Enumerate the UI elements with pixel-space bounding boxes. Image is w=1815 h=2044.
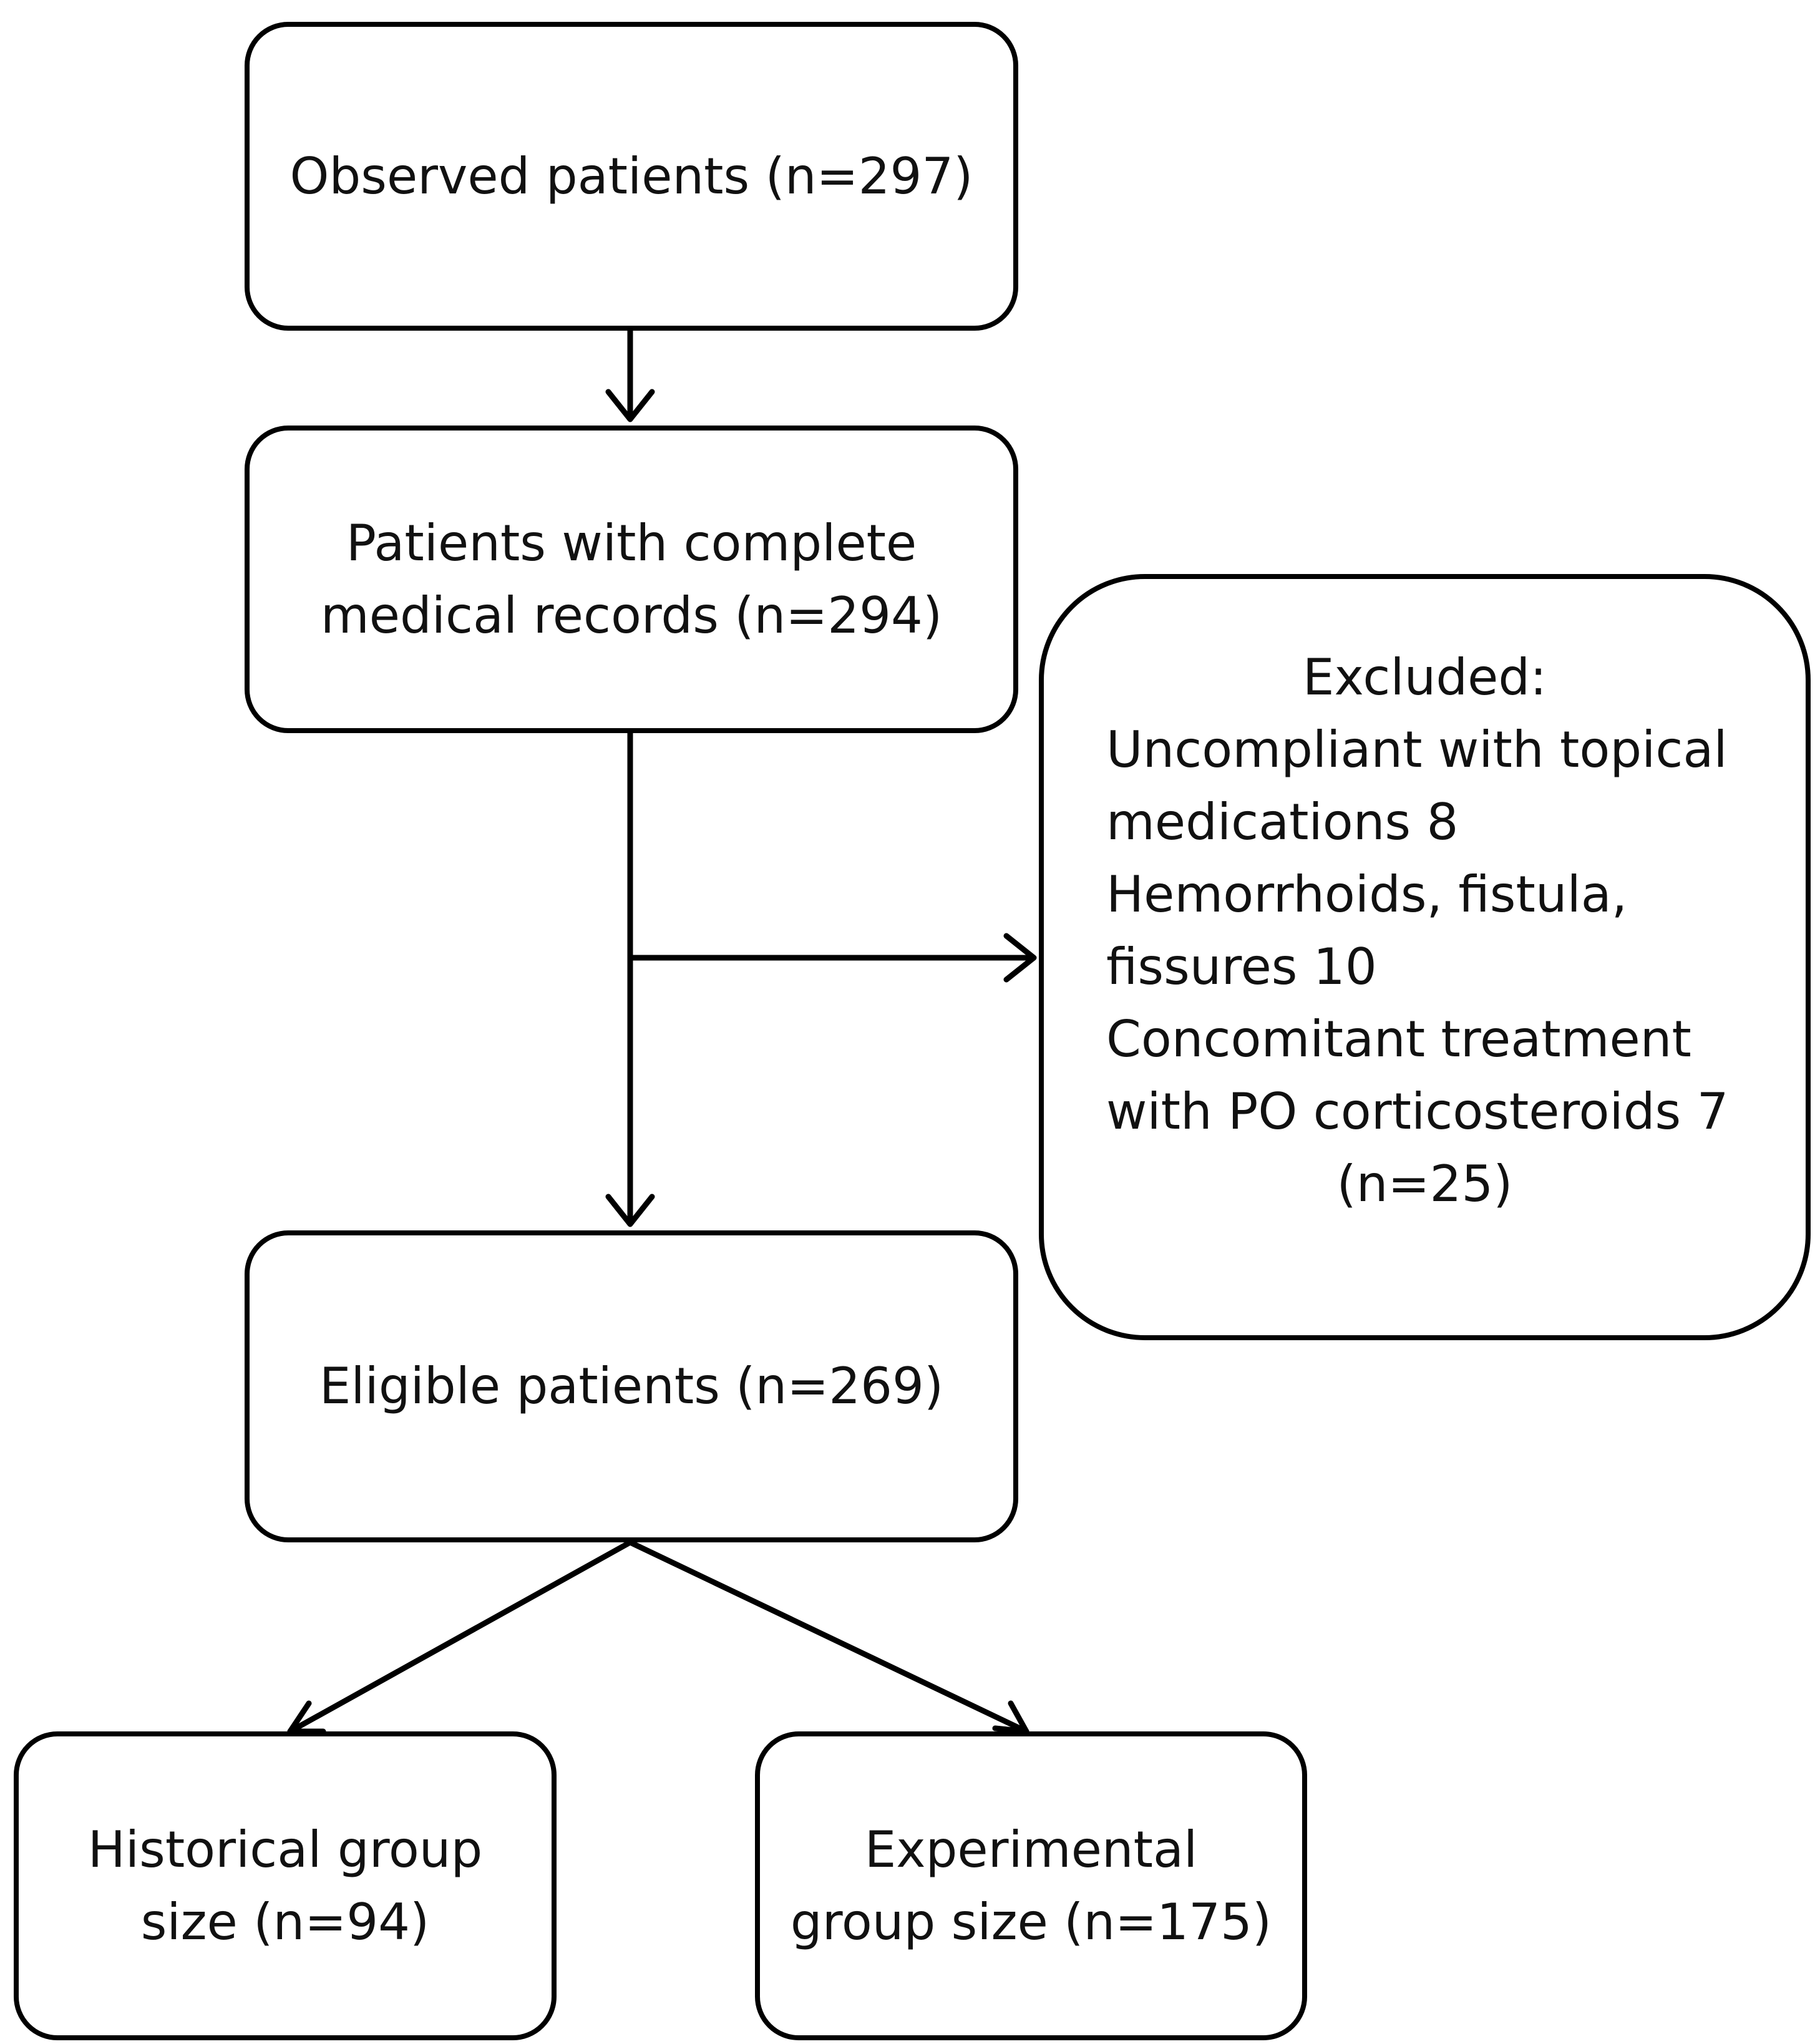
excluded-item-line: Uncompliant with topical [1106, 721, 1728, 779]
experimental-group-line-2: group size (n=175) [790, 1892, 1272, 1951]
excluded-title: Excluded: [1302, 648, 1547, 706]
excluded-total: (n=25) [1336, 1155, 1513, 1213]
experimental-group-box: Experimental group size (n=175) [755, 1731, 1307, 2040]
arrowhead-observed-to-complete [605, 389, 655, 422]
complete-records-box: Patients with complete medical records (… [245, 426, 1018, 733]
excluded-item-line: Concomitant treatment [1106, 1010, 1691, 1068]
historical-group-box: Historical group size (n=94) [14, 1731, 557, 2040]
excluded-item-line: Hemorrhoids, fistula, [1106, 865, 1628, 923]
historical-group-line-1: Historical group [87, 1820, 483, 1879]
eligible-patients-text: Eligible patients (n=269) [319, 1357, 944, 1415]
experimental-group-line-1: Experimental [864, 1820, 1198, 1879]
eligible-patients-box: Eligible patients (n=269) [245, 1230, 1018, 1542]
historical-group-line-2: size (n=94) [140, 1892, 430, 1951]
arrowhead-complete-to-eligible [605, 1194, 655, 1227]
complete-records-line-1: Patients with complete [346, 513, 917, 572]
excluded-item-line: with PO corticosteroids 7 [1106, 1083, 1729, 1141]
arrowhead-to-excluded [1003, 933, 1037, 983]
excluded-item-line: medications 8 [1106, 793, 1459, 851]
arrow-eligible-to-historical [287, 1539, 633, 1735]
arrow-eligible-to-experimental [627, 1539, 1029, 1735]
excluded-box: Excluded: Uncompliant with topical medic… [1039, 574, 1811, 1340]
observed-patients-box: Observed patients (n=297) [245, 22, 1018, 331]
complete-records-line-2: medical records (n=294) [320, 586, 943, 645]
excluded-item-line: fissures 10 [1106, 938, 1377, 996]
observed-patients-text: Observed patients (n=297) [290, 147, 973, 205]
